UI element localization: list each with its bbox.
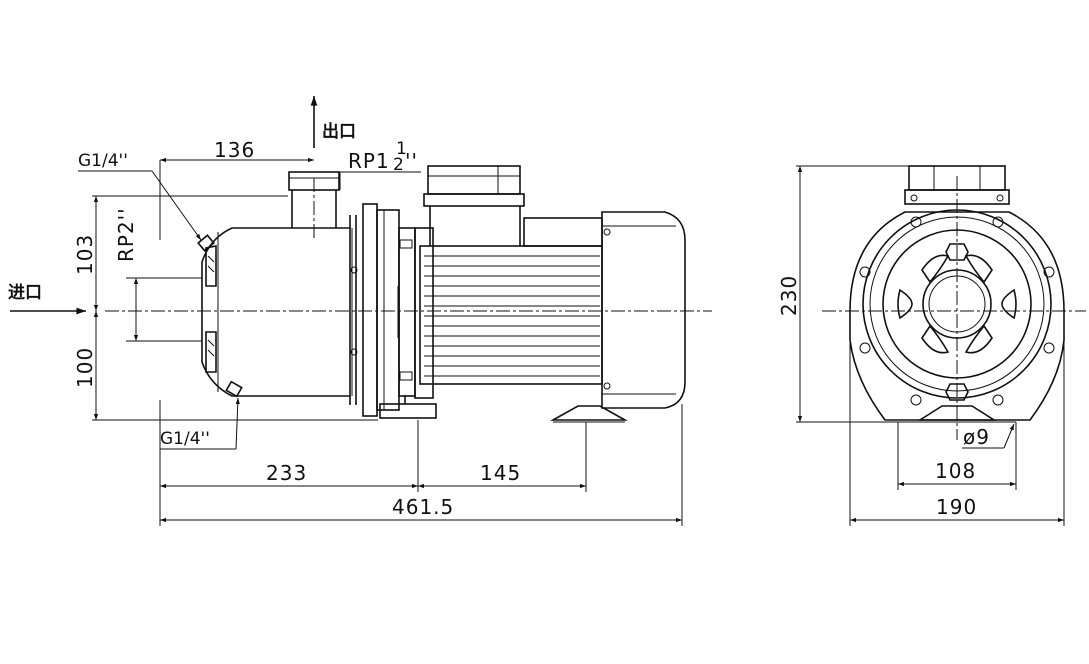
outlet-thread-label: RP1 xyxy=(348,149,390,173)
dim-overall-length: 461.5 xyxy=(392,495,454,519)
dim-outlet-offset: 136 xyxy=(214,138,255,162)
dim-upper-height: 103 xyxy=(73,234,97,275)
outlet-stub xyxy=(288,171,340,228)
dim-overall-height: 230 xyxy=(777,275,801,316)
dim-body-length: 233 xyxy=(266,461,307,485)
outlet-label: 出口 xyxy=(322,121,356,142)
foot-hole-label: ø9 xyxy=(963,425,990,449)
side-view: 出口 进口 136 RP1 1 2 '' G1/4'' G1/4'' 103 1… xyxy=(8,96,712,526)
outlet-thread-fraction-num: 1 xyxy=(396,139,407,159)
plug-bottom-label: G1/4'' xyxy=(160,429,210,449)
outlet-thread-inch-mark: '' xyxy=(405,149,418,173)
motor-flange xyxy=(362,203,437,419)
motor-body xyxy=(414,165,686,423)
dim-lower-height: 100 xyxy=(73,347,97,388)
dim-overall-width: 190 xyxy=(936,495,977,519)
dim-motor-length: 145 xyxy=(480,461,521,485)
outlet-thread-fraction-den: 2 xyxy=(393,155,404,175)
dim-hole-spacing: 108 xyxy=(935,459,976,483)
pump-casing xyxy=(197,215,358,405)
front-view: 230 ø9 108 190 xyxy=(777,165,1086,526)
plug-top-label: G1/4'' xyxy=(78,151,128,171)
inlet-label: 进口 xyxy=(8,283,42,303)
inlet-thread-label: RP2'' xyxy=(114,207,138,262)
